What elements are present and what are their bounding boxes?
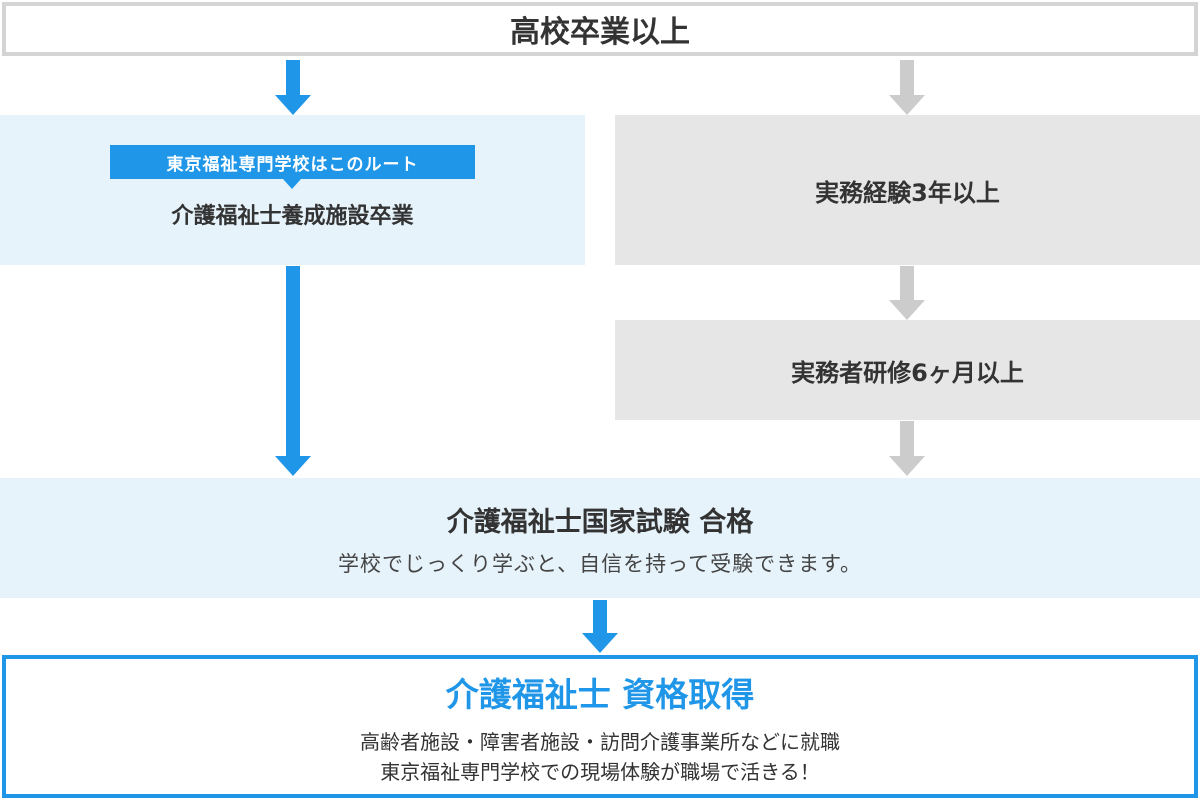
- school-route-tag: 東京福祉専門学校はこのルート: [110, 145, 475, 179]
- practitioner-training-label: 実務者研修6ヶ月以上: [791, 358, 1024, 387]
- arrow-start-to-school: [275, 60, 311, 115]
- result-title: 介護福祉士 資格取得: [445, 675, 755, 714]
- arrow-exam-to-result: [582, 600, 618, 653]
- work-experience-box: 実務経験3年以上: [615, 115, 1200, 265]
- result-description-line1: 高齢者施設・障害者施設・訪問介護事業所などに就職: [360, 730, 840, 754]
- arrow-start-to-experience: [889, 60, 925, 115]
- school-route-tag-label: 東京福祉専門学校はこのルート: [166, 154, 419, 175]
- school-route-label: 介護福祉士養成施設卒業: [171, 204, 414, 229]
- exam-title: 介護福祉士国家試験 合格: [446, 507, 754, 538]
- school-route-box: [0, 115, 585, 265]
- arrow-experience-to-training: [889, 266, 925, 320]
- school-route-tag-pointer: [283, 179, 301, 189]
- arrow-school-to-exam: [275, 266, 311, 476]
- practitioner-training-box: 実務者研修6ヶ月以上: [615, 320, 1200, 420]
- work-experience-label: 実務経験3年以上: [815, 178, 1000, 207]
- start-label: 高校卒業以上: [510, 15, 690, 50]
- start-box: 高校卒業以上: [2, 2, 1198, 56]
- exam-box: [0, 478, 1200, 598]
- exam-subtitle: 学校でじっくり学ぶと、自信を持って受験できます。: [337, 552, 862, 576]
- result-description-line2: 東京福祉専門学校での現場体験が職場で活きる！: [380, 760, 820, 784]
- result-box: [2, 655, 1198, 798]
- arrow-training-to-exam: [889, 421, 925, 476]
